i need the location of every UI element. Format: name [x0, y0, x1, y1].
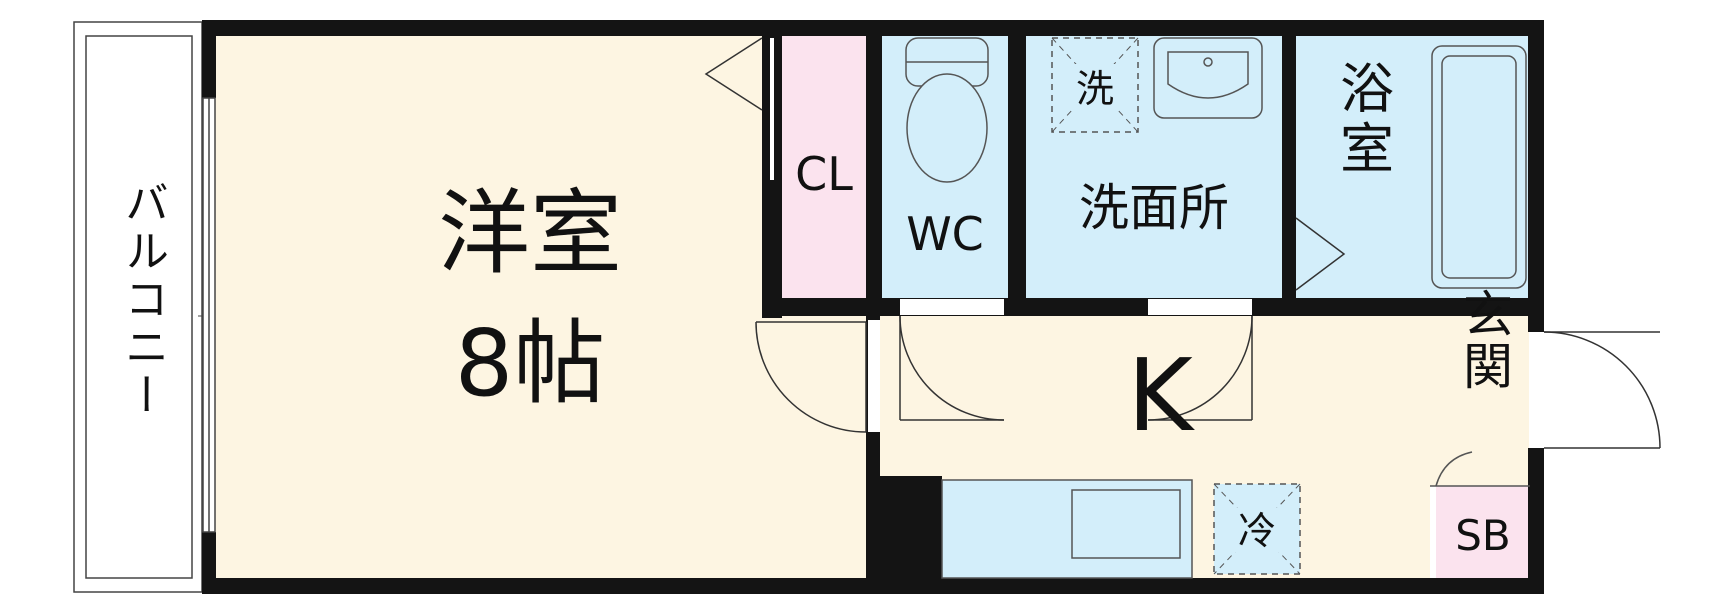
entrance: [1430, 316, 1530, 486]
bathroom-label: 浴室: [1331, 60, 1394, 180]
washer-space-label: 洗: [1076, 67, 1114, 111]
western-room: [214, 36, 866, 578]
toilet-icon: [905, 37, 989, 183]
shoe-box-label: SB: [1455, 511, 1510, 560]
wc-label: WC: [906, 207, 984, 261]
washroom-label: 洗面所: [1079, 179, 1229, 237]
balcony-window: [202, 97, 216, 533]
door-swing-icon: [704, 37, 1661, 449]
door-openings: [868, 299, 1543, 448]
kitchen-label: K: [1127, 337, 1195, 454]
walls: [202, 20, 1544, 594]
sink-icon: [941, 479, 1193, 579]
closet: [782, 36, 866, 298]
balcony: [73, 21, 214, 593]
wash-basin-icon: [1153, 37, 1263, 119]
entrance-label: 玄関: [1455, 288, 1513, 392]
western-room-size-label: 8帖: [455, 310, 606, 417]
closet-label: CL: [795, 147, 853, 201]
bathtub-icon: [1431, 45, 1527, 289]
fridge-space-label: 冷: [1238, 509, 1276, 553]
balcony-label: バルコニー: [117, 180, 168, 420]
washer-space: [1051, 37, 1139, 133]
western-room-label: 洋室: [438, 180, 622, 287]
shoe-box: [1436, 486, 1530, 578]
fridge-space: [1213, 483, 1301, 575]
